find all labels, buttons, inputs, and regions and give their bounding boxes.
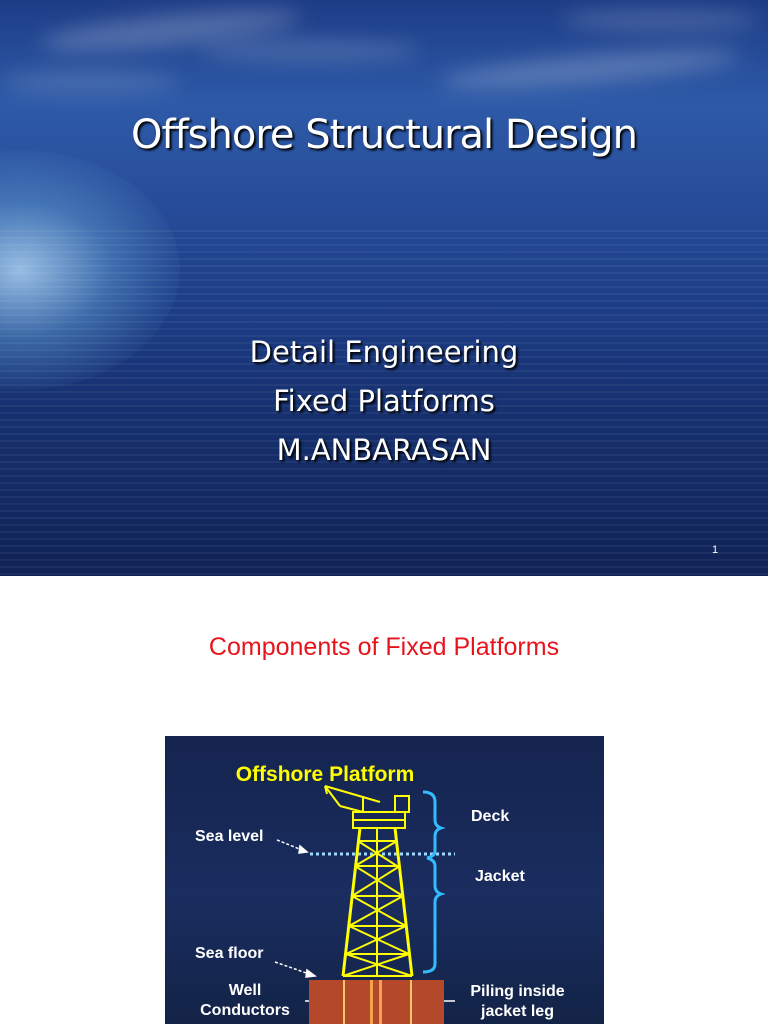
sea-surface [0, 230, 768, 576]
label-line: Conductors [200, 1002, 290, 1019]
pile [410, 980, 412, 1024]
jacket-bracing [342, 840, 413, 977]
jacket-leg [341, 827, 362, 977]
well-conductor [370, 980, 373, 1024]
subtitle-block: Detail Engineering Fixed Platforms M.ANB… [0, 332, 768, 479]
label-line: jacket leg [481, 1003, 554, 1020]
pile [343, 980, 345, 1024]
subtitle-line: Detail Engineering [249, 335, 519, 369]
slide-title: Offshore Structural Design [131, 112, 638, 158]
offshore-platform-diagram: Offshore Platform [165, 736, 604, 1024]
jacket-leg [393, 827, 414, 977]
author-name: M.ANBARASAN [276, 433, 492, 467]
subtitle-line: Fixed Platforms [273, 384, 495, 418]
diagram-title: Offshore Platform [235, 763, 415, 786]
cloud [439, 41, 741, 97]
deck-structure [324, 785, 410, 829]
label-line: Well [228, 982, 262, 999]
well-conductor [379, 980, 382, 1024]
bracket [422, 790, 446, 974]
sea-floor-soil [309, 980, 444, 1024]
content-slide: Components of Fixed Platforms Offshore P… [0, 576, 768, 1024]
label-line: Piling inside [470, 983, 565, 1000]
deck-label: Deck [471, 808, 510, 825]
piling-label: Piling inside jacket leg [460, 982, 575, 1022]
sea-level-label: Sea level [195, 828, 264, 845]
jacket-label: Jacket [475, 868, 525, 885]
cloud [0, 70, 180, 94]
slide-title: Components of Fixed Platforms [208, 633, 560, 661]
title-slide: Offshore Structural Design Detail Engine… [0, 0, 768, 576]
slide-number: 1 [712, 544, 719, 556]
platform-drawing [274, 785, 455, 1007]
well-conductors-label: Well Conductors [195, 981, 295, 1021]
cloud [200, 40, 420, 62]
cloud [560, 10, 760, 30]
sea-floor-label: Sea floor [195, 945, 264, 962]
